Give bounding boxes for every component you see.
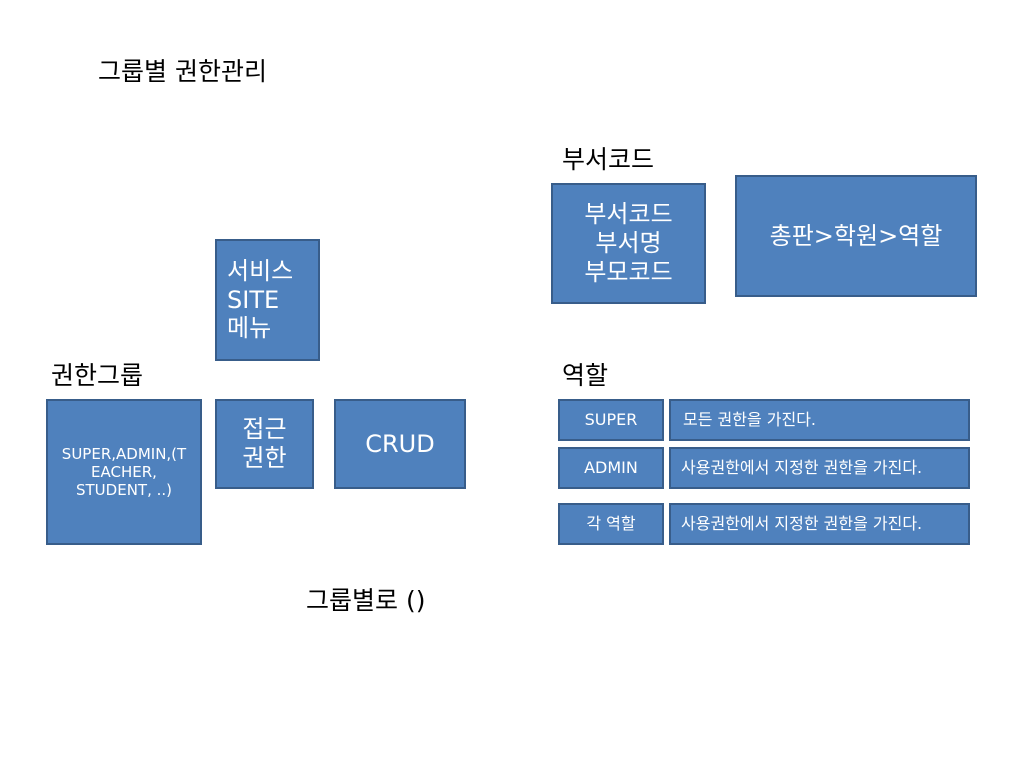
dept-field-name: 부서명 — [595, 229, 662, 258]
group-line-2: EACHER, — [91, 463, 157, 481]
hierarchy-box: 총판>학원>역할 — [735, 175, 977, 297]
dept-field-code: 부서코드 — [584, 200, 673, 229]
page-title: 그룹별 권한관리 — [98, 57, 267, 86]
role-name-each: 각 역할 — [558, 503, 664, 545]
group-line-3: STUDENT, ..) — [76, 481, 172, 499]
dept-field-parent: 부모코드 — [584, 257, 673, 286]
role-desc-text: 모든 권한을 가진다. — [683, 410, 817, 430]
auth-group-label: 권한그룹 — [51, 361, 144, 390]
role-label: 역할 — [562, 361, 609, 390]
service-line-service: 서비스 — [227, 256, 294, 285]
role-name-text: 각 역할 — [586, 514, 636, 534]
role-name-admin: ADMIN — [558, 447, 664, 489]
hierarchy-text: 총판>학원>역할 — [769, 221, 943, 250]
access-line-2: 권한 — [242, 444, 287, 472]
group-line-1: SUPER,ADMIN,(T — [61, 445, 187, 463]
service-box: 서비스 SITE 메뉴 — [215, 239, 320, 361]
role-desc-admin: 사용권한에서 지정한 권한을 가진다. — [669, 447, 970, 489]
role-name-text: ADMIN — [584, 458, 638, 478]
by-group-label: 그룹별로 () — [306, 586, 426, 615]
role-name-super: SUPER — [558, 399, 664, 441]
role-desc-text: 사용권한에서 지정한 권한을 가진다. — [681, 458, 923, 478]
auth-groups-box: SUPER,ADMIN,(T EACHER, STUDENT, ..) — [46, 399, 202, 545]
access-box: 접근 권한 — [215, 399, 314, 489]
service-line-menu: 메뉴 — [227, 314, 272, 343]
service-line-site: SITE — [227, 285, 280, 314]
crud-box: CRUD — [334, 399, 466, 489]
dept-code-label: 부서코드 — [562, 145, 655, 174]
role-desc-super: 모든 권한을 가진다. — [669, 399, 970, 441]
role-name-text: SUPER — [584, 410, 638, 430]
role-desc-text: 사용권한에서 지정한 권한을 가진다. — [681, 514, 923, 534]
access-line-1: 접근 — [242, 415, 287, 444]
role-desc-each: 사용권한에서 지정한 권한을 가진다. — [669, 503, 970, 545]
crud-text: CRUD — [365, 429, 435, 458]
dept-fields-box: 부서코드 부서명 부모코드 — [551, 183, 706, 304]
